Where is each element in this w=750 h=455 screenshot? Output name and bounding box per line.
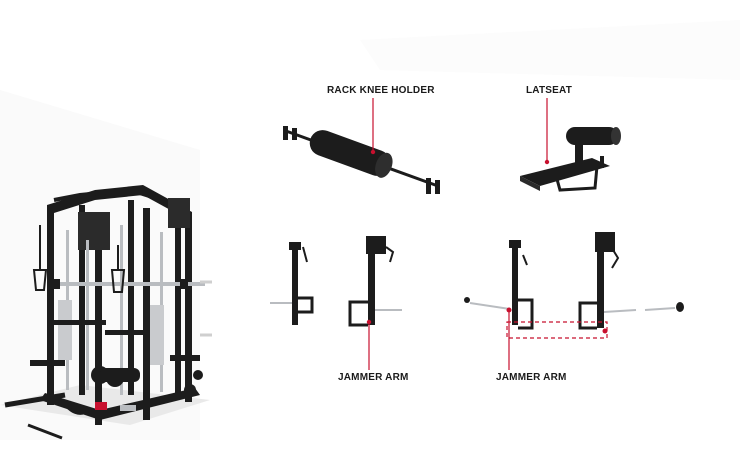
rack-knee-holder-icon [283,126,440,194]
jammer-arm-right-icon [464,232,684,339]
smith-machine-rack-icon [0,185,212,440]
jammer-arm-right-label: JAMMER ARM [496,372,567,383]
latseat-label: LATSEAT [526,85,573,96]
jammer-arm-left-label: JAMMER ARM [338,372,409,383]
callout-lines [366,98,550,370]
rack-knee-holder-label: RACK KNEE HOLDER [327,85,435,96]
jammer-arm-left-icon [270,236,402,327]
latseat-icon [520,127,621,192]
